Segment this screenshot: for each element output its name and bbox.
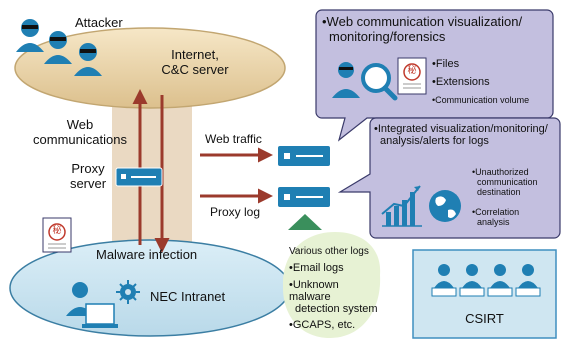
attacker-label: Attacker — [75, 15, 123, 30]
log-panel-item2-line2: analysis — [477, 217, 510, 228]
web-communications-line1: Web — [66, 117, 94, 132]
other-logs-item-gcaps: •GCAPS, etc. — [289, 319, 356, 332]
attacker-icon — [16, 19, 102, 76]
other-logs-text: Various other logs •Email logs •Unknown … — [289, 246, 381, 332]
infected-user-icon — [66, 282, 118, 328]
log-panel-item2-line1: •Correlation — [472, 207, 520, 217]
web-monitoring-panel — [315, 9, 554, 142]
log-panel-item-correlation: •Correlation analysis — [472, 207, 558, 227]
proxy-server-label: Proxy server — [58, 161, 118, 191]
proxy-server-icon — [115, 167, 163, 187]
web-communications-line2: communications — [33, 131, 127, 147]
web-panel-item-volume: •Communication volume — [432, 95, 530, 105]
other-logs-area — [282, 232, 381, 338]
web-traffic-server-icon — [278, 146, 330, 166]
csirt-label: CSIRT — [465, 311, 504, 326]
internet-label-line1: Internet, — [171, 47, 219, 62]
log-panel-item-unauthorized: •Unauthorized communication destination — [472, 167, 558, 197]
web-panel-title: •Web communication visualization/ monito… — [322, 14, 550, 44]
log-panel-title-line2: analysis/alerts for logs — [380, 135, 489, 148]
log-panel-item1-line1: •Unauthorized — [472, 167, 529, 177]
log-panel-title-line1: •Integrated visualization/monitoring/ — [374, 123, 548, 135]
other-logs-item-malware-line2: detection system — [295, 303, 378, 316]
magnifier-icon — [361, 63, 398, 101]
virus-icon — [116, 280, 140, 304]
log-panel-item1-line2: communication — [477, 177, 538, 188]
secret-document-icon — [42, 217, 72, 253]
intranet-label: NEC Intranet — [150, 289, 226, 304]
web-panel-item-files: •Files — [432, 58, 460, 70]
proxy-log-server-icon — [278, 187, 330, 207]
green-triangle-icon — [288, 214, 322, 230]
malware-seal-text: 秘 — [52, 226, 62, 236]
proxy-server-line1: Proxy — [71, 161, 105, 176]
internet-label-line2: C&C server — [161, 61, 229, 77]
other-logs-item-email: •Email logs — [289, 262, 344, 275]
globe-icon — [429, 190, 461, 222]
proxy-log-label: Proxy log — [210, 205, 261, 219]
web-panel-title-line1: •Web communication visualization/ — [322, 14, 523, 29]
web-panel-seal-text: 秘 — [407, 66, 417, 76]
csirt-team-icon — [431, 264, 541, 297]
web-panel-title-line2: monitoring/forensics — [329, 28, 446, 44]
malware-infection-label: Malware infection — [96, 247, 198, 262]
internet-label: Internet, C&C server — [140, 47, 250, 77]
log-panel-item1-line3: destination — [477, 187, 521, 198]
other-logs-title: Various other logs — [289, 246, 369, 257]
proxy-server-line2: server — [69, 175, 107, 191]
web-traffic-label: Web traffic — [205, 132, 262, 146]
web-panel-item-extensions: •Extensions — [432, 76, 490, 88]
analyst-icon — [332, 62, 360, 98]
growth-chart-icon — [381, 185, 422, 227]
other-logs-item-malware-line1: •Unknown malware — [289, 278, 339, 303]
log-panel-title: •Integrated visualization/monitoring/ an… — [374, 123, 558, 148]
document-icon — [397, 57, 427, 95]
web-communications-label: Web communications — [30, 117, 130, 147]
